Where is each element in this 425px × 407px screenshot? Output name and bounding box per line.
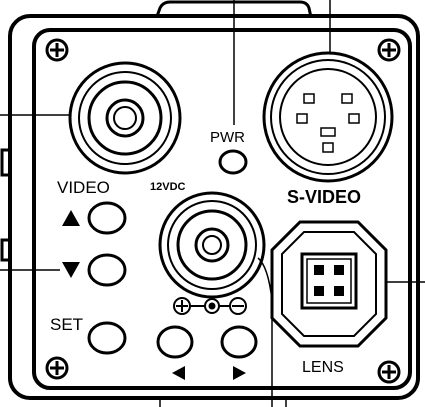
up-arrow-icon: [62, 210, 80, 226]
down-arrow-icon: [62, 262, 80, 278]
screw-bottom-left: [45, 356, 69, 380]
polarity-center-dot-core: [208, 302, 216, 310]
bnc-video-connector: [68, 61, 182, 175]
left-arrow-icon: [172, 366, 185, 380]
left-side-tab-lower: [0, 238, 10, 262]
right-arrow-icon: [233, 366, 246, 380]
down-button[interactable]: [87, 253, 127, 287]
screw-top-right: [377, 38, 401, 62]
dc-label: 12VDC: [150, 181, 186, 193]
left-side-tab-upper: [0, 148, 10, 177]
leader-line-dc-jack: [257, 257, 273, 407]
dc-power-jack: [158, 191, 266, 299]
right-button[interactable]: [220, 325, 258, 359]
s-video-connector: [262, 51, 394, 183]
lens-label: LENS: [302, 359, 344, 376]
set-button[interactable]: [87, 321, 127, 355]
pwr-label: PWR: [210, 129, 245, 146]
left-button[interactable]: [156, 325, 194, 359]
screw-top-left: [45, 38, 69, 62]
screw-bottom-right: [377, 360, 401, 384]
lens-connector: [270, 220, 388, 348]
up-button[interactable]: [87, 201, 127, 235]
power-led: [218, 149, 248, 175]
set-label: SET: [50, 315, 83, 334]
video-label: VIDEO: [57, 178, 110, 197]
inner-panel-outline: [32, 28, 412, 390]
negative-polarity-icon: [229, 297, 247, 315]
s-video-label: S-VIDEO: [287, 187, 361, 207]
positive-polarity-icon: [173, 297, 191, 315]
